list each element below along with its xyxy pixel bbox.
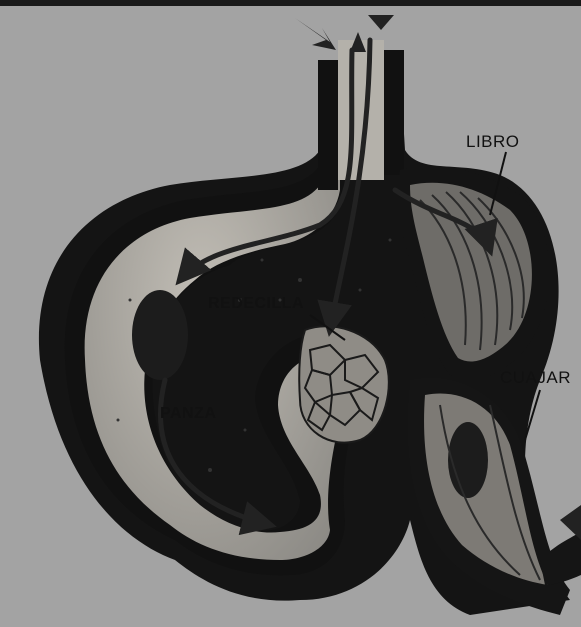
arrow-out-icon — [560, 505, 581, 540]
frame-top — [0, 0, 581, 6]
label-panza: PANZA — [160, 405, 216, 423]
arrow-in-icon — [295, 18, 336, 50]
label-cuajar: CUAJAR — [500, 368, 571, 388]
label-redecilla: REDECILLA — [208, 295, 304, 313]
rumen-content-mass — [132, 290, 188, 380]
label-libro: LIBRO — [466, 132, 520, 152]
arrow-down-icon — [368, 15, 394, 30]
